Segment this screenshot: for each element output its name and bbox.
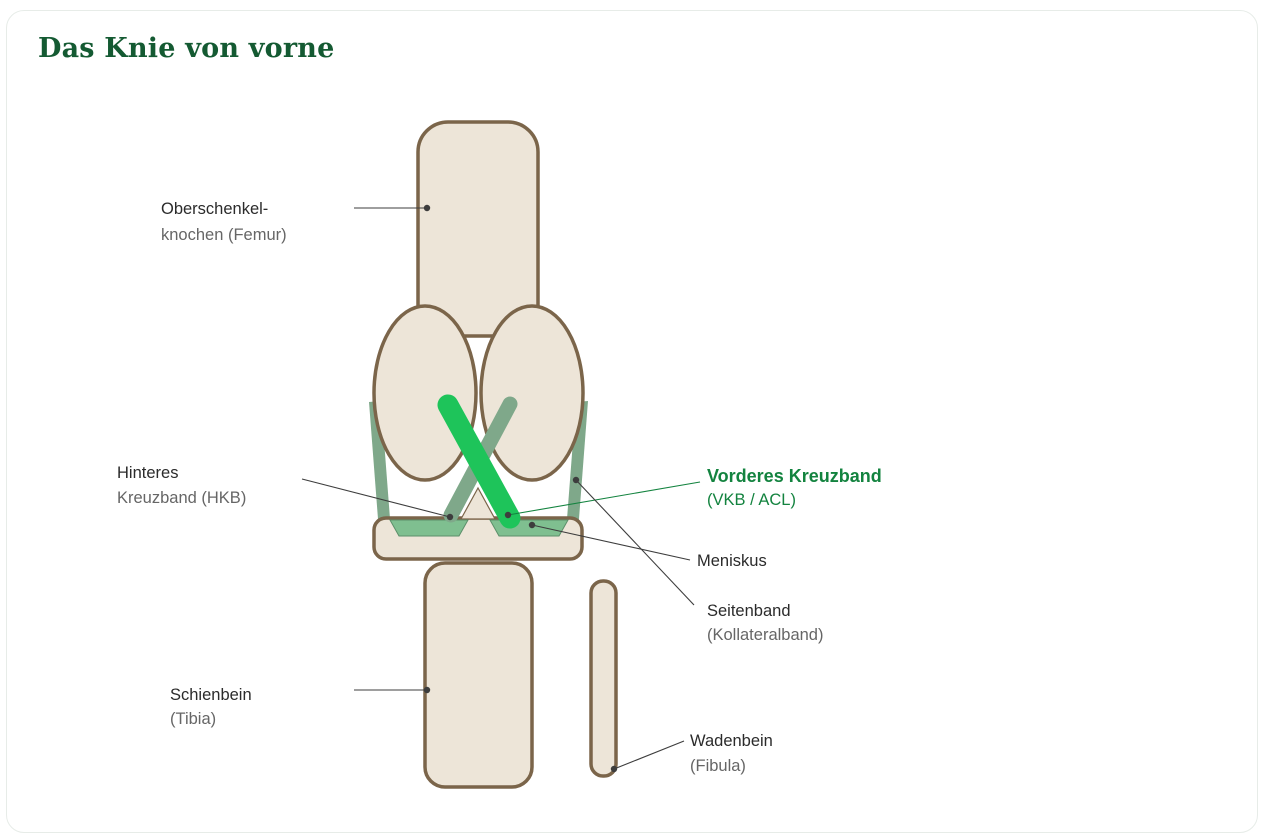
collateral-label: Seitenband (Kollateralband) — [707, 602, 823, 644]
tibia-label-line1: Schienbein — [170, 686, 252, 704]
femur-shaft — [418, 122, 538, 336]
meniscus-label: Meniskus — [697, 552, 767, 570]
lateral-femoral-condyle — [481, 306, 583, 480]
meniscus-label-line1: Meniskus — [697, 552, 767, 570]
medial-meniscus — [390, 520, 468, 536]
acl-leader-dot — [505, 512, 511, 518]
tibia-bone — [425, 563, 532, 787]
femur-label: Oberschenkel- knochen (Femur) — [161, 200, 287, 244]
femur-leader-dot — [424, 205, 430, 211]
acl-label-line2: (VKB / ACL) — [707, 491, 796, 509]
collateral-leader-dot — [573, 477, 579, 483]
collateral-label-line1: Seitenband — [707, 602, 791, 620]
fibula-label-line2: (Fibula) — [690, 757, 746, 775]
femur-label-line1: Oberschenkel- — [161, 200, 268, 218]
tibia-label: Schienbein (Tibia) — [170, 686, 252, 728]
fibula-leader-dot — [611, 766, 617, 772]
collateral-label-line2: (Kollateralband) — [707, 626, 823, 644]
pcl-label: Hinteres Kreuzband (HKB) — [117, 464, 246, 507]
pcl-label-line2: Kreuzband (HKB) — [117, 489, 246, 507]
femur-label-line2: knochen (Femur) — [161, 226, 287, 244]
tibia-leader-dot — [424, 687, 430, 693]
fibula-label-line1: Wadenbein — [690, 732, 773, 750]
pcl-label-line1: Hinteres — [117, 464, 178, 482]
fibula-bone — [591, 581, 616, 776]
tibia-label-line2: (Tibia) — [170, 710, 216, 728]
fibula-label: Wadenbein (Fibula) — [690, 732, 773, 775]
acl-label: Vorderes Kreuzband (VKB / ACL) — [707, 466, 882, 509]
acl-label-line1: Vorderes Kreuzband — [707, 466, 882, 486]
pcl-leader-dot — [447, 514, 453, 520]
fibula-leader-line — [614, 741, 684, 769]
meniscus-leader-dot — [529, 522, 535, 528]
medial-femoral-condyle — [374, 306, 476, 480]
